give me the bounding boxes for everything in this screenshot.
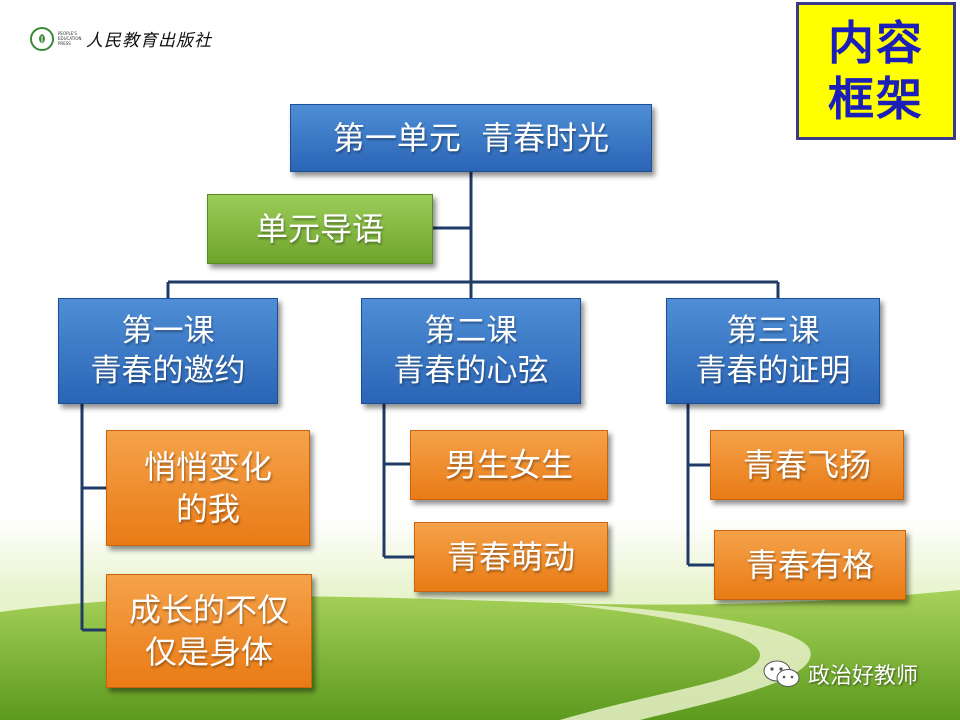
topic-line: 仅是身体 xyxy=(144,633,273,671)
frame-label-line2: 框架 xyxy=(828,72,924,126)
unit-title: 第一单元 青春时光 xyxy=(332,119,610,157)
topic-line: 青春飞扬 xyxy=(742,446,871,484)
lesson-2-topic-1: 男生女生 xyxy=(410,430,608,500)
topic-line: 成长的不仅 xyxy=(128,591,289,629)
content-frame-label: 内容 框架 xyxy=(796,2,956,140)
lesson-1-number: 第一课 xyxy=(121,313,215,349)
lesson-3-box: 第三课 青春的证明 xyxy=(666,298,880,404)
publisher-logo: PEOPLE'S EDUCATION PRESS 人民教育出版社 xyxy=(30,26,212,51)
lesson-1-topic-2: 成长的不仅 仅是身体 xyxy=(106,574,312,688)
logo-small-text: PEOPLE'S EDUCATION PRESS xyxy=(58,31,82,46)
lesson-1-title: 青春的邀约 xyxy=(90,353,246,389)
leaf-logo-icon xyxy=(30,26,54,51)
wechat-watermark: 政治好教师 xyxy=(762,658,918,690)
lesson-2-box: 第二课 青春的心弦 xyxy=(361,298,581,404)
topic-line: 男生女生 xyxy=(444,446,573,484)
topic-line: 悄悄变化 xyxy=(143,448,272,486)
lesson-3-number: 第三课 xyxy=(726,313,820,349)
lesson-3-topic-2: 青春有格 xyxy=(714,530,906,600)
topic-line: 青春萌动 xyxy=(446,538,575,576)
unit-intro-label: 单元导语 xyxy=(255,210,384,248)
topic-line: 青春有格 xyxy=(745,546,874,584)
wechat-icon xyxy=(763,660,800,687)
unit-intro-box: 单元导语 xyxy=(207,194,433,264)
frame-label-line1: 内容 xyxy=(828,16,924,70)
lesson-2-topic-2: 青春萌动 xyxy=(414,522,608,592)
logo-text: 人民教育出版社 xyxy=(86,31,212,51)
lesson-3-topic-1: 青春飞扬 xyxy=(710,430,904,500)
lesson-2-number: 第二课 xyxy=(424,313,518,349)
lesson-1-box: 第一课 青春的邀约 xyxy=(58,298,278,404)
lesson-1-topic-1: 悄悄变化 的我 xyxy=(106,430,310,546)
lesson-3-title: 青春的证明 xyxy=(695,353,851,389)
lesson-2-title: 青春的心弦 xyxy=(393,353,549,389)
topic-line: 的我 xyxy=(175,490,240,528)
unit-title-box: 第一单元 青春时光 xyxy=(290,104,652,172)
watermark-text: 政治好教师 xyxy=(808,664,919,689)
